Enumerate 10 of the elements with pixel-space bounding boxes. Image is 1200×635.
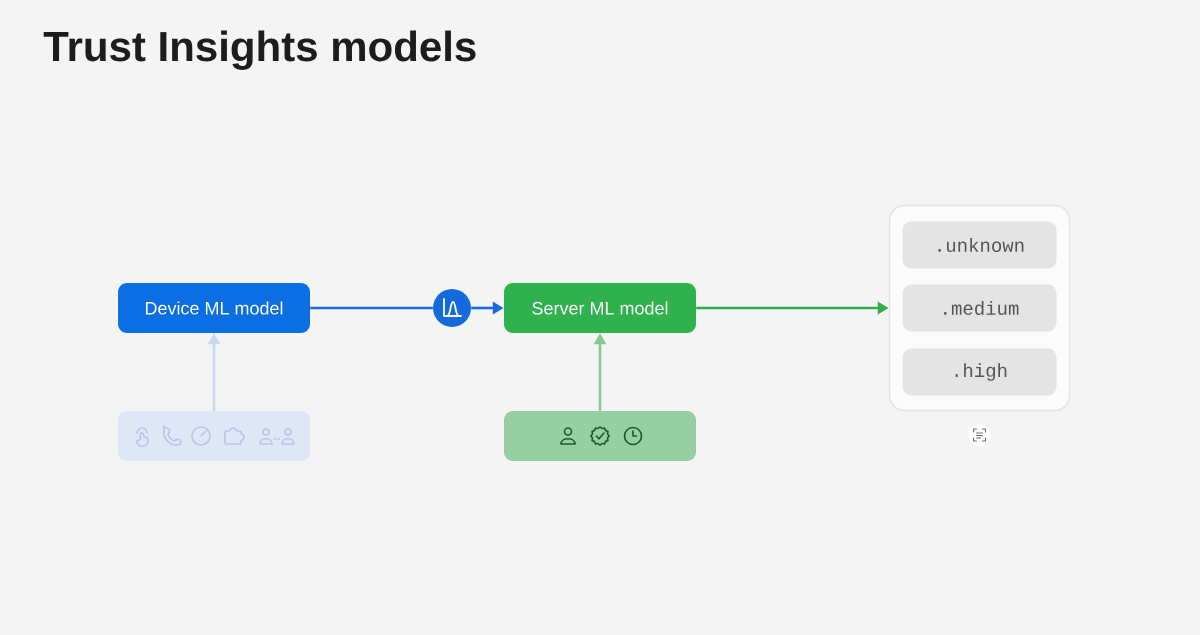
value-label-box: .high [902, 348, 1057, 396]
model-box: Server ML model [504, 283, 696, 333]
circle [433, 289, 471, 327]
icon-tray [504, 411, 696, 461]
icon-tray [118, 411, 310, 461]
value-label-box: .medium [902, 284, 1057, 332]
model-box: Device ML model [118, 283, 310, 333]
title: Trust Insights models [43, 30, 476, 70]
connector-line [310, 306, 433, 310]
value-label-box: .unknown [902, 221, 1057, 269]
